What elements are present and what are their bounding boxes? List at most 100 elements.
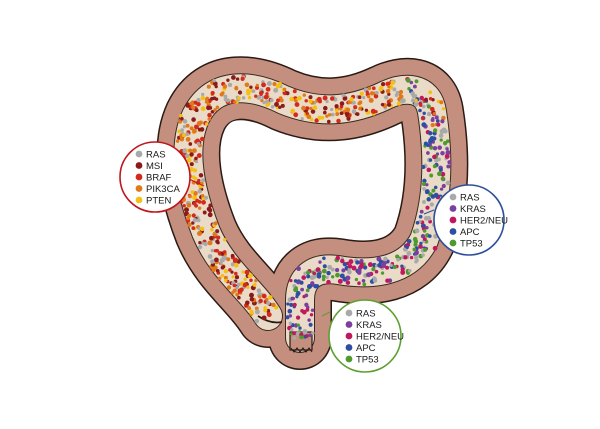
mutation-dot (308, 333, 313, 338)
mutation-dot (374, 269, 379, 274)
mutation-dot (305, 307, 310, 312)
legend-bottom-swatch (345, 344, 353, 351)
mutation-dot (354, 277, 359, 282)
mutation-dot (189, 126, 194, 131)
mutation-dot (207, 240, 213, 246)
mutation-dot (418, 108, 422, 113)
mutation-dot (192, 218, 198, 223)
mutation-dot (300, 309, 304, 313)
mutation-dot (412, 84, 417, 89)
mutation-dot (237, 96, 241, 100)
mutation-dot (266, 81, 272, 86)
mutation-dot (198, 241, 202, 245)
mutation-dot (228, 268, 232, 272)
mutation-dot (358, 100, 363, 105)
mutation-dot (335, 272, 340, 278)
mutation-dot (222, 84, 228, 89)
mutation-dot (283, 91, 287, 96)
mutation-dot (186, 157, 192, 163)
mutation-dot (230, 270, 234, 274)
mutation-dot (243, 277, 247, 281)
mutation-dot (318, 260, 322, 264)
mutation-dot (431, 188, 436, 193)
mutation-dot (275, 83, 281, 89)
mutation-dot (437, 157, 441, 162)
mutation-dot (204, 99, 209, 104)
mutation-dot (429, 202, 434, 207)
mutation-dot (180, 116, 184, 121)
mutation-dot (445, 180, 451, 186)
mutation-dot (337, 278, 343, 284)
mutation-dot (304, 302, 309, 307)
mutation-dot (287, 308, 293, 314)
mutation-dot (192, 168, 198, 173)
mutation-dot (226, 78, 230, 82)
mutation-dot (419, 95, 424, 101)
mutation-dot (386, 102, 392, 107)
mutation-dot (231, 275, 235, 279)
mutation-dot (197, 200, 202, 204)
mutation-dot (362, 282, 367, 287)
mutation-dot (346, 116, 351, 121)
mutation-dot (239, 287, 244, 292)
mutation-dot (309, 106, 313, 111)
mutation-dot (304, 99, 308, 103)
mutation-dot (305, 334, 309, 338)
mutation-dot (191, 105, 196, 110)
mutation-dot (357, 95, 362, 100)
mutation-dot (362, 95, 366, 100)
mutation-dot (439, 128, 445, 134)
mutation-dot (358, 106, 362, 111)
mutation-dot (316, 96, 322, 102)
mutation-dot (251, 89, 256, 93)
mutation-dot (371, 267, 376, 272)
mutation-dot (212, 78, 216, 83)
mutation-dot (440, 150, 445, 156)
mutation-dot (385, 265, 390, 270)
mutation-dot (405, 77, 411, 83)
mutation-dot (204, 195, 209, 200)
mutation-dot (355, 112, 360, 116)
mutation-dot (286, 302, 290, 306)
mutation-dot (234, 275, 240, 280)
mutation-dot (213, 108, 217, 112)
mutation-dot (214, 257, 219, 263)
legend-bottom-swatch (345, 321, 353, 328)
mutation-dot (422, 200, 426, 204)
mutation-dot (184, 153, 190, 159)
mutation-dot (263, 308, 268, 313)
mutation-dot (335, 255, 341, 261)
mutation-dot (432, 145, 438, 151)
mutation-dot (344, 111, 350, 117)
mutation-dot (418, 244, 423, 249)
mutation-dot (321, 268, 327, 274)
mutation-dot (410, 91, 415, 96)
mutation-dot (440, 176, 445, 181)
mutation-dot (189, 166, 194, 172)
mutation-dot (201, 92, 205, 97)
mutation-dot (400, 98, 406, 104)
mutation-dot (290, 328, 294, 332)
mutation-dot (258, 90, 264, 96)
mutation-dot (197, 127, 202, 132)
mutation-dot (421, 253, 425, 257)
mutation-dot (256, 94, 262, 100)
mutation-dot (326, 279, 331, 285)
mutation-dot (197, 206, 202, 210)
mutation-dot (392, 87, 397, 92)
mutation-dot (432, 164, 437, 169)
mutation-dot (409, 80, 414, 85)
mutation-dot (215, 268, 220, 273)
mutation-dot (192, 148, 197, 154)
mutation-dot (321, 277, 326, 282)
mutation-dot (400, 264, 404, 268)
mutation-dot (336, 118, 341, 124)
mutation-dot (357, 281, 361, 285)
mutation-dot (293, 279, 298, 283)
mutation-dot (221, 255, 226, 260)
mutation-dot (418, 214, 423, 219)
mutation-dot (212, 81, 218, 87)
mutation-dot (254, 306, 259, 311)
mutation-dot (413, 239, 419, 244)
